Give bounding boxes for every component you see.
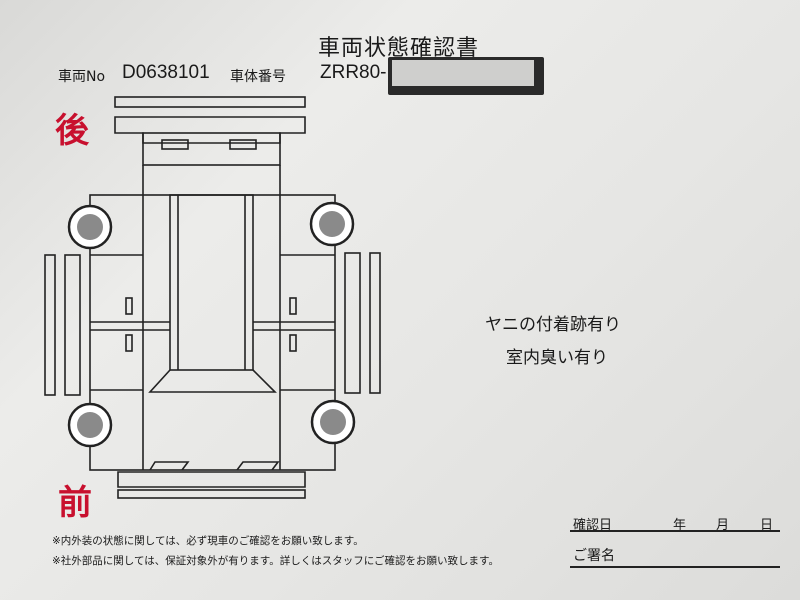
- disclaimer: ※社外部品に関しては、保証対象外が有ります。詳しくはスタッフにご確認をお願い致し…: [52, 555, 499, 567]
- signature-line: [570, 566, 780, 568]
- side-strip: [344, 252, 361, 394]
- disclaimer: ※内外装の状態に関しては、必ず現車のご確認をお願い致します。: [52, 535, 364, 547]
- trunk: [142, 132, 281, 166]
- rear-label: 後: [55, 111, 89, 151]
- side-strip: [369, 252, 381, 394]
- wheel-icon: [309, 201, 355, 247]
- date-line: [570, 530, 780, 532]
- month-label: 月: [716, 518, 730, 533]
- vehicle-no-value: D0638101: [122, 62, 210, 83]
- front-bumper-bottom: [117, 489, 306, 499]
- rear-light-left: [161, 139, 189, 150]
- rear-light-right: [229, 139, 257, 150]
- windshield: [148, 369, 277, 393]
- note-line: 室内臭い有り: [506, 348, 608, 368]
- body-outline: [89, 194, 336, 471]
- wheel-icon: [67, 204, 113, 250]
- rear-bumper-top: [114, 96, 306, 108]
- side-strip: [64, 254, 81, 396]
- confirm-date-label: 確認日: [573, 518, 613, 533]
- day-label: 日: [760, 518, 774, 533]
- chassis-value: ZRR80-: [320, 62, 387, 83]
- front-bumper: [117, 471, 306, 488]
- year-label: 年: [673, 518, 687, 533]
- wheel-icon: [310, 399, 356, 445]
- chassis-label: 車体番号: [230, 69, 286, 85]
- vehicle-no-label: 車両No: [58, 69, 106, 85]
- wheel-icon: [67, 402, 113, 448]
- side-strip: [44, 254, 56, 396]
- front-label: 前: [58, 483, 92, 523]
- roof: [169, 194, 254, 371]
- redaction-sticker: [388, 57, 544, 95]
- document-title: 車両状態確認書: [318, 36, 480, 61]
- note-line: ヤニの付着跡有り: [485, 315, 621, 335]
- signature-label: ご署名: [573, 548, 615, 564]
